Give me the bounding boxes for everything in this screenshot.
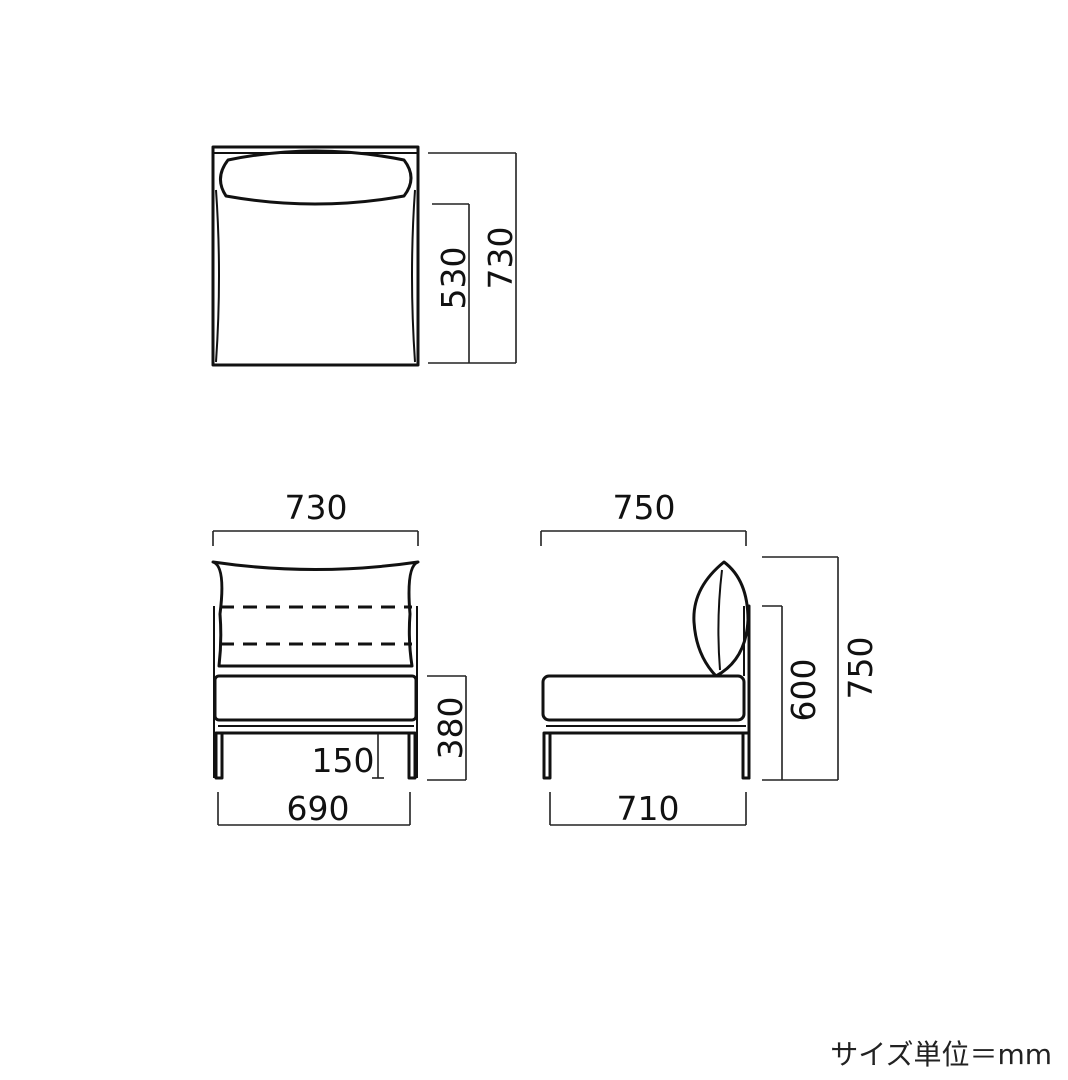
- top-dim-730-lines: [428, 152, 517, 364]
- side-dim-750-height-label: 750: [841, 637, 880, 700]
- side-dim-600-lines: [762, 605, 838, 781]
- front-dim-690-lines: [217, 792, 411, 826]
- top-dim-730-label: 730: [481, 227, 520, 290]
- front-dim-150-label: 150: [312, 741, 375, 780]
- side-dim-710-lines: [549, 792, 747, 826]
- front-dim-730-label: 730: [285, 488, 348, 527]
- side-dim-750-height-lines: [762, 556, 839, 780]
- top-dim-530-label: 530: [434, 247, 473, 310]
- front-dim-690-label: 690: [287, 789, 350, 828]
- side-dim-750-depth-lines: [540, 530, 747, 546]
- top-view: 730 530: [211, 145, 520, 367]
- front-dim-380-lines: [427, 675, 467, 781]
- side-dim-750-depth-label: 750: [613, 488, 676, 527]
- front-dim-380-label: 380: [431, 697, 470, 760]
- front-view: 730 690 380 150: [211, 488, 470, 828]
- top-dim-530-lines: [432, 203, 470, 363]
- side-view-outline: [541, 560, 751, 780]
- top-view-outline: [211, 145, 420, 367]
- side-view: 750 710 600 750: [540, 488, 880, 828]
- side-dim-600-label: 600: [784, 659, 823, 722]
- side-dim-710-label: 710: [617, 789, 680, 828]
- front-dim-730-lines: [212, 530, 419, 546]
- front-view-outline: [211, 560, 420, 780]
- front-dim-150-lines: [372, 734, 384, 779]
- unit-note: サイズ単位＝mm: [830, 1038, 1052, 1071]
